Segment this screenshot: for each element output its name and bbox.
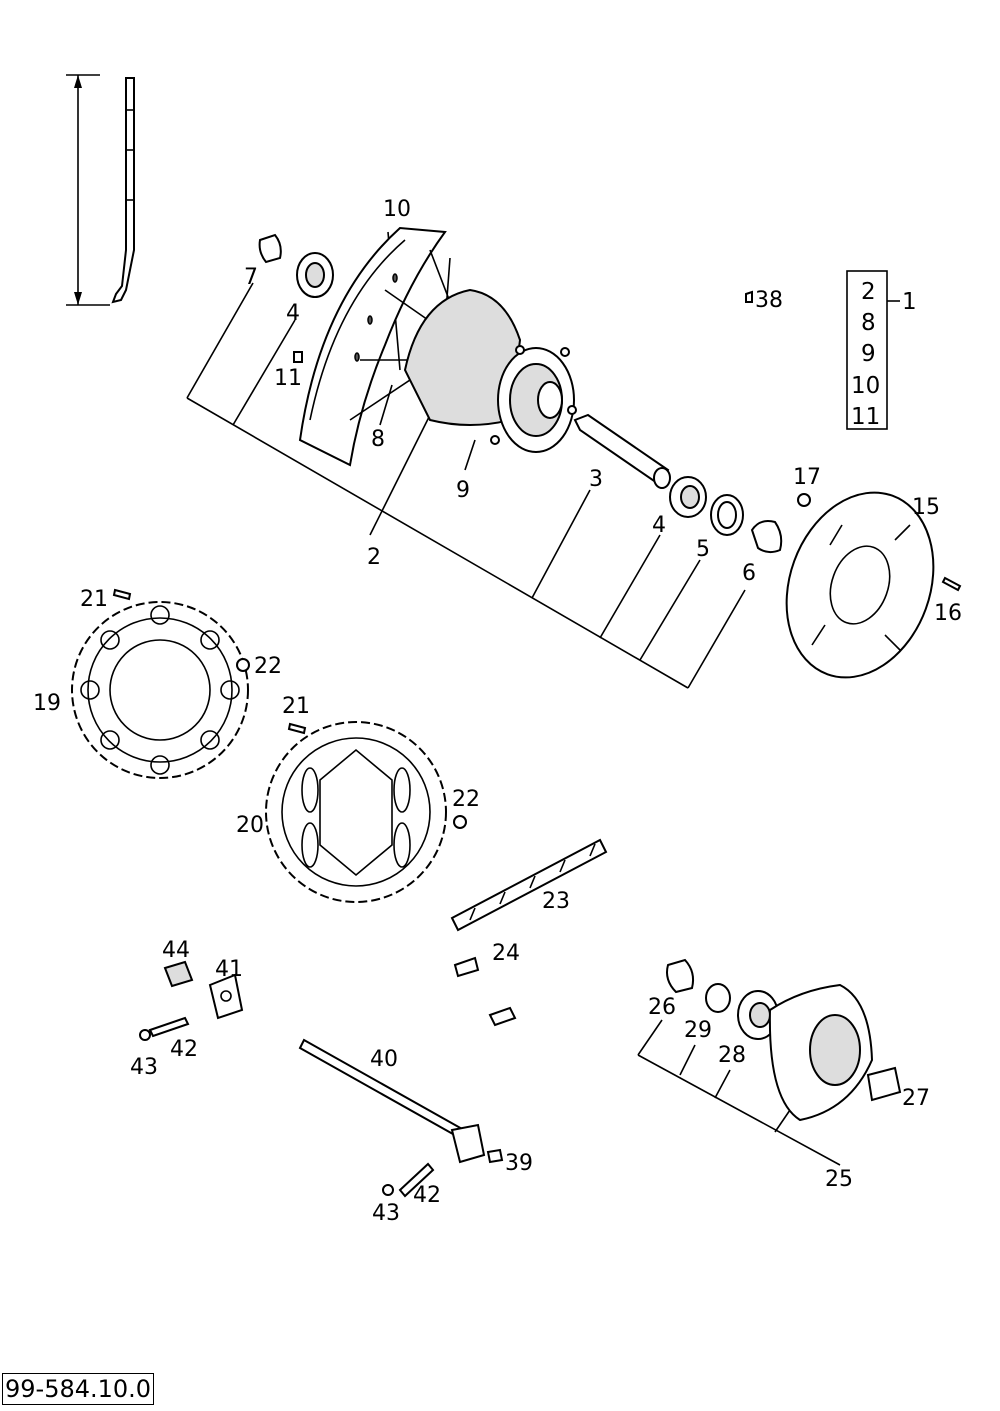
- callout-42-lower: 42: [413, 1183, 441, 1208]
- callout-11: 11: [274, 366, 302, 391]
- assembly-box: 2 8 9 10 11 1: [846, 270, 917, 430]
- drawing-code: 99-584.10.0: [2, 1373, 155, 1405]
- callout-22-lower: 22: [452, 787, 480, 812]
- callout-labels: 10 7 4 11 8 9 2 3 4 5 6 38 17 15 16 21 2…: [33, 197, 962, 1226]
- callout-10: 10: [383, 197, 411, 222]
- callout-2: 2: [367, 545, 381, 570]
- callout-3: 3: [589, 467, 603, 492]
- callout-27: 27: [902, 1086, 930, 1111]
- assembly-item-2: 2: [861, 279, 876, 305]
- assembly-item-11: 11: [851, 404, 880, 430]
- assembly-item-8: 8: [861, 310, 876, 336]
- callout-44: 44: [162, 938, 190, 963]
- callout-16: 16: [934, 601, 962, 626]
- callout-6: 6: [742, 561, 756, 586]
- callout-7: 7: [244, 265, 258, 290]
- axle: [298, 1038, 504, 1198]
- callout-29: 29: [684, 1018, 712, 1043]
- callout-21: 21: [80, 587, 108, 612]
- callout-40: 40: [370, 1047, 398, 1072]
- spoke-drawing: [66, 74, 135, 306]
- callout-17: 17: [793, 465, 821, 490]
- callout-19: 19: [33, 691, 61, 716]
- left-side-parts: [258, 233, 334, 363]
- callout-20: 20: [236, 813, 264, 838]
- assembly-item-9: 9: [861, 341, 876, 367]
- callout-4: 4: [286, 301, 300, 326]
- callout-28: 28: [718, 1043, 746, 1068]
- callout-43-lower: 43: [372, 1201, 400, 1226]
- callout-41: 41: [215, 957, 243, 982]
- callout-26: 26: [648, 995, 676, 1020]
- callout-15: 15: [912, 495, 940, 520]
- sprocket-carrier: [637, 958, 902, 1166]
- callout-21-lower: 21: [282, 694, 310, 719]
- assembly-ref-1: 1: [902, 289, 917, 315]
- sprocket-19: [71, 588, 250, 779]
- callout-42: 42: [170, 1037, 198, 1062]
- callout-5: 5: [696, 537, 710, 562]
- callout-43: 43: [130, 1055, 158, 1080]
- hub: [403, 288, 577, 453]
- callout-23: 23: [542, 889, 570, 914]
- chain: [450, 838, 608, 1027]
- callout-24: 24: [492, 941, 520, 966]
- assembly-item-10: 10: [851, 373, 880, 399]
- callout-38: 38: [755, 288, 783, 313]
- callout-22: 22: [254, 654, 282, 679]
- chain-adjuster-parts: [139, 960, 244, 1041]
- callout-9: 9: [456, 478, 470, 503]
- callout-4-right: 4: [652, 513, 666, 538]
- callout-8: 8: [371, 427, 385, 452]
- sprocket-20: [265, 721, 467, 903]
- brake-disc: [745, 290, 962, 679]
- callout-39: 39: [505, 1151, 533, 1176]
- callout-25: 25: [825, 1167, 853, 1192]
- spacer-parts: [573, 413, 783, 554]
